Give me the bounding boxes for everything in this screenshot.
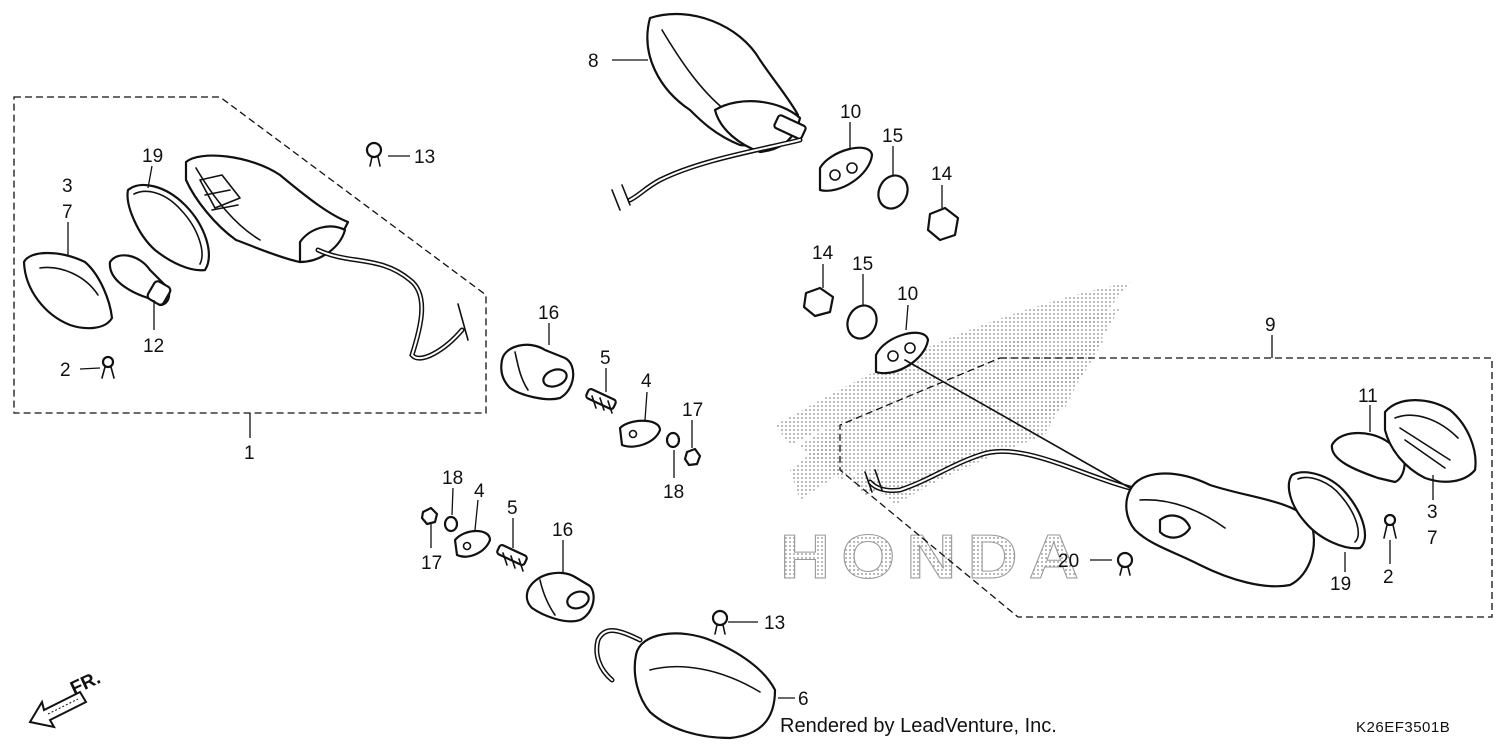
callout-7-left: 7 [62,202,73,223]
screw-20 [1116,551,1134,576]
callout-3-left: 3 [62,176,73,197]
rendered-by-credit: Rendered by LeadVenture, Inc. [780,715,1057,737]
callout-14-mid: 14 [812,243,834,264]
callout-15-top: 15 [882,126,903,147]
screw-13-top [365,141,383,167]
callout-5-upper: 5 [600,348,611,369]
screw-2-left [101,355,115,379]
callout-13-lower: 13 [764,613,785,634]
callout-1: 1 [244,443,255,464]
callout-10-top: 10 [840,102,861,123]
left-turn-signal-assembly [22,141,469,379]
callout-2-right: 2 [1383,567,1394,588]
callout-5-lower: 5 [507,498,518,519]
callout-10-mid: 10 [897,284,918,305]
callout-11: 11 [1358,386,1378,407]
callout-4-lower: 4 [474,481,485,502]
left-assembly-box [13,96,487,414]
callout-19-left: 19 [142,146,163,167]
callout-17-lower: 17 [421,553,442,574]
callout-20: 20 [1058,551,1079,572]
callout-6: 6 [798,689,809,710]
screw-13-lower [711,609,729,635]
callout-7-right: 7 [1427,528,1438,549]
callout-labels: 1 2 3 7 19 12 13 8 10 15 14 14 15 10 9 1… [60,51,1438,710]
leader-lines [67,59,1434,699]
callout-12: 12 [143,336,164,357]
callout-13-top: 13 [414,147,435,168]
front-direction-arrow: FR. [28,668,104,729]
callout-8: 8 [588,51,599,72]
callout-16-lower: 16 [552,520,573,541]
callout-18-lower: 18 [442,468,463,489]
callout-9: 9 [1265,315,1276,336]
right-assembly-box [839,357,1493,618]
middle-mount-hardware [500,286,930,467]
diagram-code: K26EF3501B [1356,719,1450,736]
callout-2-left: 2 [60,360,71,381]
lower-turn-signal-assembly [420,506,777,740]
upper-right-turn-signal [611,13,960,242]
honda-watermark-text: HONDA [780,523,1090,592]
callout-18-upper: 18 [663,482,684,503]
callout-4-upper: 4 [641,371,652,392]
callout-15-mid: 15 [852,254,873,275]
screw-2-right [1383,513,1397,539]
callout-17-upper: 17 [682,400,703,421]
callout-16-upper: 16 [538,303,559,324]
right-turn-signal-assembly [864,359,1477,588]
callout-3-right: 3 [1427,502,1438,523]
callout-19-right: 19 [1330,574,1351,595]
callout-14-top: 14 [931,164,953,185]
